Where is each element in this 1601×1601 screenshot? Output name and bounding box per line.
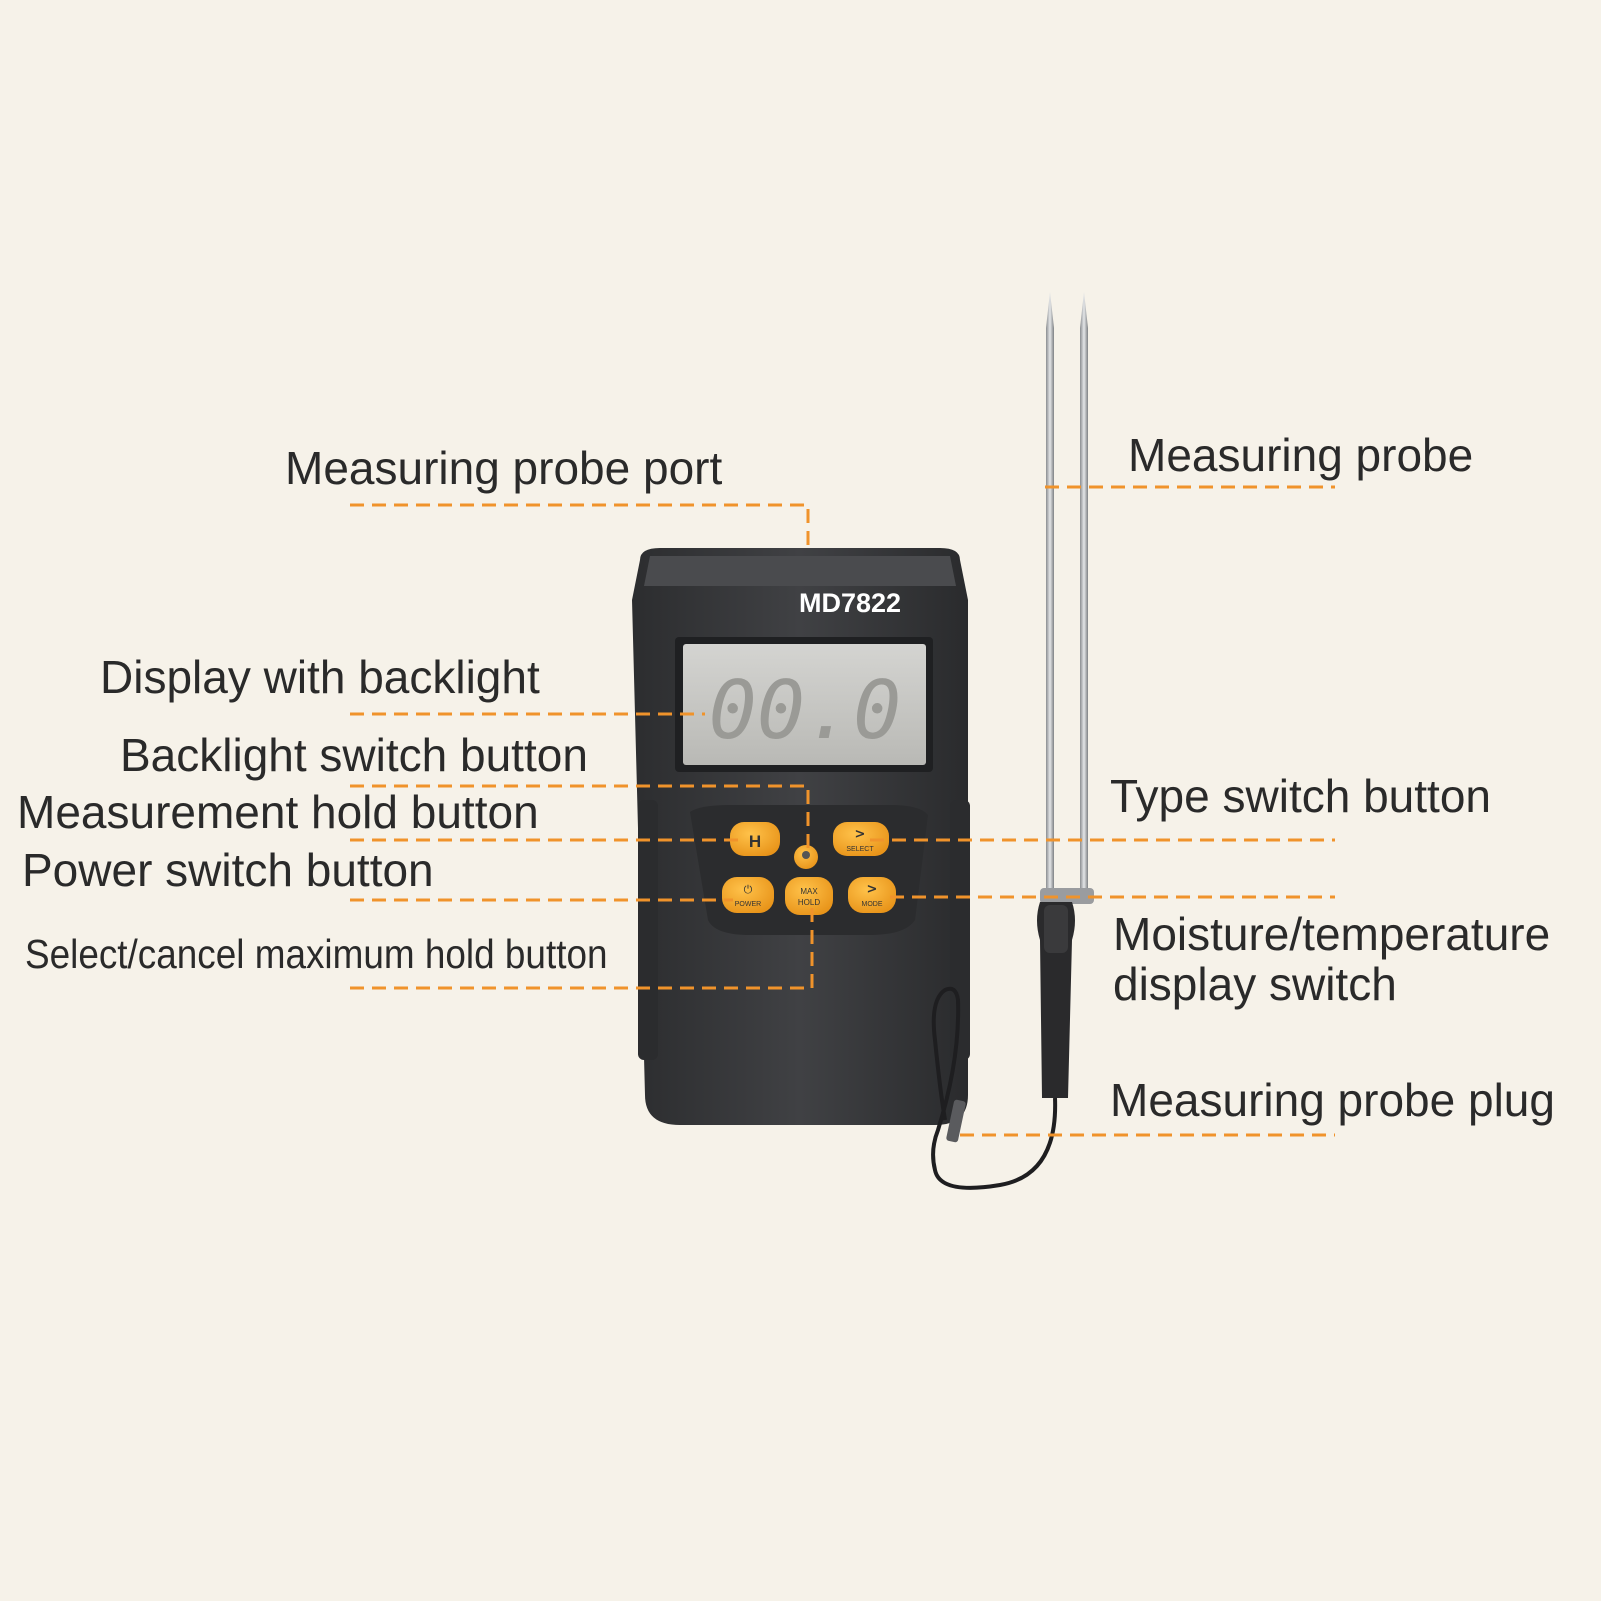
arrow-icon: > xyxy=(867,882,878,897)
mode-button[interactable]: > MODE xyxy=(848,877,896,913)
model-label: MD7822 xyxy=(799,588,901,618)
hold-button[interactable]: H xyxy=(730,822,780,856)
label-display: Display with backlight xyxy=(100,651,540,703)
power-icon: ⏻ xyxy=(744,883,753,896)
select-button[interactable]: > SELECT xyxy=(833,822,889,856)
svg-text:MAX: MAX xyxy=(800,887,818,896)
bulb-icon xyxy=(802,851,810,859)
svg-text:SELECT: SELECT xyxy=(846,846,874,853)
backlight-button[interactable] xyxy=(794,845,818,869)
max-hold-button[interactable]: MAX HOLD xyxy=(785,877,833,915)
label-moisture-switch: Moisture/temperature display switch xyxy=(1113,908,1551,1010)
lcd-reading: 00.0 xyxy=(709,664,902,757)
lcd-screen xyxy=(683,644,926,765)
label-type-button: Type switch button xyxy=(1110,770,1491,822)
label-probe-plug: Measuring probe plug xyxy=(1110,1074,1555,1126)
label-backlight-button: Backlight switch button xyxy=(120,729,588,781)
power-button[interactable]: ⏻ POWER xyxy=(722,877,774,913)
label-hold-button: Measurement hold button xyxy=(17,786,539,838)
measuring-probe xyxy=(1040,292,1094,904)
probe-handle-grip xyxy=(1044,905,1068,953)
arrow-icon: > xyxy=(855,827,866,842)
svg-text:MODE: MODE xyxy=(862,901,883,908)
probe-plug xyxy=(946,1099,966,1143)
probe-cable xyxy=(931,986,1058,1190)
label-power-button: Power switch button xyxy=(22,844,434,896)
leader-probe-port xyxy=(350,503,810,545)
svg-text:H: H xyxy=(749,832,761,851)
label-max-hold-button: Select/cancel maximum hold button xyxy=(25,931,608,977)
svg-text:POWER: POWER xyxy=(735,901,761,908)
svg-text:HOLD: HOLD xyxy=(798,898,820,907)
label-probe-port: Measuring probe port xyxy=(285,442,723,494)
label-probe: Measuring probe xyxy=(1128,429,1474,481)
leader-max-hold xyxy=(350,903,814,990)
